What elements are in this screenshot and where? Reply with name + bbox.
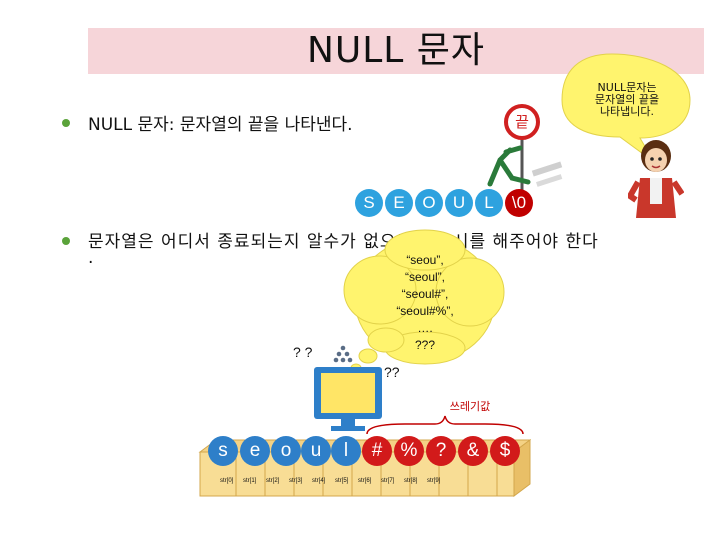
index-label: str[6] bbox=[358, 478, 372, 484]
monitor-icon bbox=[314, 367, 382, 431]
memory-cell: ? bbox=[426, 436, 456, 466]
cloud-line-1: “seou”, bbox=[406, 253, 444, 267]
letter-o: O bbox=[415, 189, 443, 217]
person-illustration bbox=[628, 140, 684, 218]
finish-sign-label: 끝 bbox=[515, 113, 529, 131]
speech-line-2: 문자열의 끝을 bbox=[594, 93, 660, 106]
memory-cell: # bbox=[362, 436, 392, 466]
index-label: str[7] bbox=[381, 478, 395, 484]
slide-title: NULL 문자 bbox=[306, 30, 486, 71]
letter-e: E bbox=[385, 189, 413, 217]
garbage-brace bbox=[366, 415, 524, 435]
index-label: str[9] bbox=[427, 478, 441, 484]
sweat-drops-icon bbox=[333, 345, 353, 363]
memory-cell: e bbox=[240, 436, 270, 466]
memory-cell: $ bbox=[490, 436, 520, 466]
index-label: str[4] bbox=[312, 478, 326, 484]
index-label: str[8] bbox=[404, 478, 418, 484]
index-label: str[0] bbox=[220, 478, 234, 484]
finish-sign-illustration bbox=[487, 104, 563, 192]
cloud-line-2: “seoul”, bbox=[404, 270, 445, 284]
index-label: str[2] bbox=[266, 478, 280, 484]
speech-line-1: NULL문자는 bbox=[597, 81, 657, 94]
bullet-text-1: NULL 문자: 문자열의 끝을 나타낸다. bbox=[88, 115, 353, 135]
cloud-line-4: “seoul#%”, bbox=[396, 304, 454, 318]
memory-cell: l bbox=[331, 436, 361, 466]
garbage-label: 쓰레기값 bbox=[449, 400, 491, 413]
letter-u: U bbox=[445, 189, 473, 217]
letter-l: L bbox=[475, 189, 503, 217]
memory-cell: & bbox=[458, 436, 488, 466]
index-label: str[3] bbox=[289, 478, 303, 484]
cloud-line-3: “seoul#”, bbox=[401, 287, 449, 301]
cloud-line-5: …. bbox=[417, 321, 433, 335]
memory-cell: s bbox=[208, 436, 238, 466]
index-label: str[1] bbox=[243, 478, 257, 484]
index-label: str[5] bbox=[335, 478, 349, 484]
memory-cell: o bbox=[271, 436, 301, 466]
bullet-text-2: 문자열은 어디서 종료되는지 알수가 없으므로 표시를 해주어야 한다 bbox=[88, 232, 599, 252]
question-marks-left: ? ? bbox=[293, 344, 313, 360]
cloud-line-6: ??? bbox=[414, 338, 436, 352]
speech-line-3: 나타냅니다. bbox=[599, 105, 655, 118]
memory-cell: % bbox=[394, 436, 424, 466]
memory-cell: u bbox=[301, 436, 331, 466]
bullet-text-2-cont: . bbox=[88, 248, 94, 268]
bullet-dot bbox=[62, 119, 70, 127]
letter-s: S bbox=[355, 189, 383, 217]
letter-null: \0 bbox=[505, 189, 533, 217]
bullet-dot bbox=[62, 237, 70, 245]
question-marks-right: ?? bbox=[384, 364, 400, 380]
